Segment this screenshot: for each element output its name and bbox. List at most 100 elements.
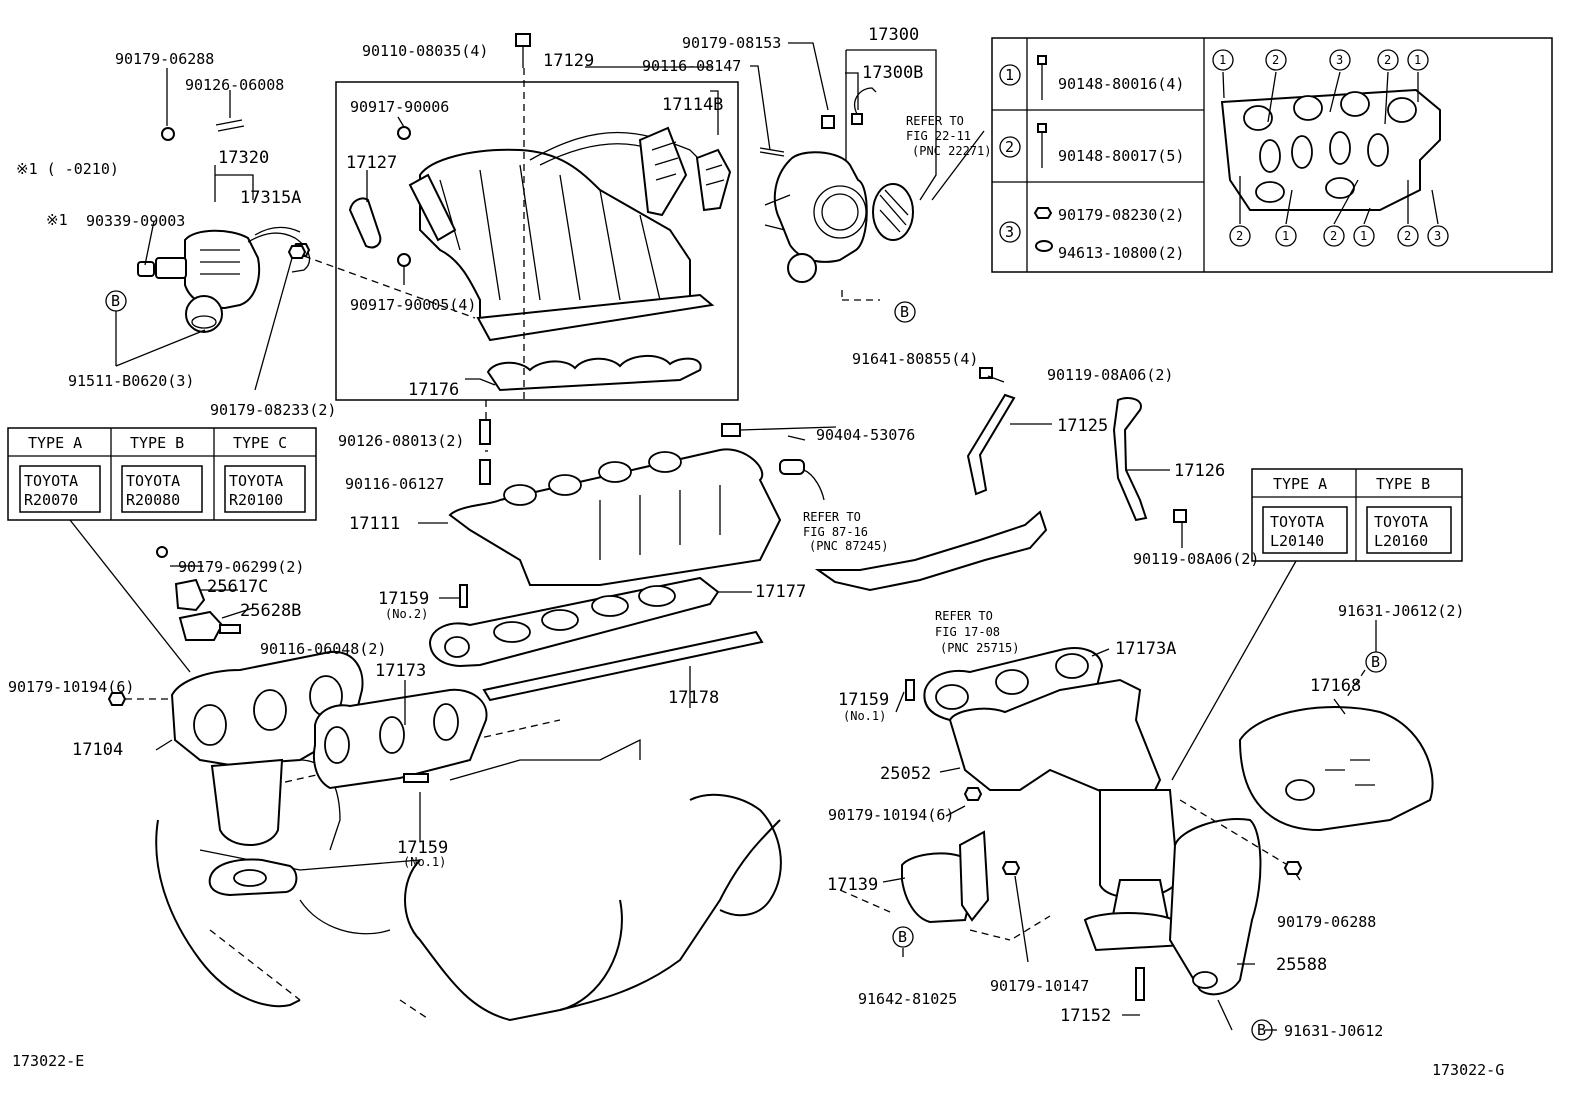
label-17173: 17173 <box>375 661 426 681</box>
type-left-brand-a: TOYOTA <box>24 472 78 490</box>
ref-22-11-line-2: FIG 22-11 <box>906 129 971 143</box>
pn-90116-08147: 90116-08147 <box>642 57 741 75</box>
ref-17-08-line-3: (PNC 25715) <box>940 641 1019 655</box>
pn-90917-90006: 90917-90006 <box>350 98 449 116</box>
note-1-range: ※1 ( -0210) <box>16 160 119 178</box>
label-17152: 17152 <box>1060 1006 1111 1026</box>
b-marker-1: B <box>111 292 120 310</box>
pn-90179-08233: 90179-08233(2) <box>210 401 336 419</box>
type-left-header-a: TYPE A <box>28 434 82 452</box>
lower-intake-manifold-drawing <box>448 400 825 586</box>
label-17177: 17177 <box>755 582 806 602</box>
bolt-table-circles <box>999 49 1449 247</box>
label-17320: 17320 <box>218 148 269 168</box>
brackets-drawing <box>814 367 1187 592</box>
label-17125: 17125 <box>1057 416 1108 436</box>
label-17139: 17139 <box>827 875 878 895</box>
label-17178: 17178 <box>668 688 719 708</box>
figure-id-right: 173022-G <box>1432 1061 1504 1079</box>
label-17173a: 17173A <box>1115 639 1176 659</box>
gasket-callout-bottom-6: 3 <box>1434 229 1441 243</box>
right-exhaust-manifold-drawing <box>839 647 1434 1001</box>
label-17127: 17127 <box>346 153 397 173</box>
gasket-callout-top-2: 2 <box>1272 53 1279 67</box>
type-left-brand-b: TOYOTA <box>126 472 180 490</box>
ref-87-16-line-1: REFER TO <box>803 510 861 524</box>
pn-90404-53076: 90404-53076 <box>816 426 915 444</box>
bolt-table-row-3-item-2: 94613-10800(2) <box>1058 244 1184 262</box>
pn-90119-08a06-top: 90119-08A06(2) <box>1047 366 1173 384</box>
label-17159-no1-right: 17159 <box>838 690 889 710</box>
pn-91631-j0612-bottom: 91631-J0612 <box>1284 1022 1383 1040</box>
figure-id-left: 173022-E <box>12 1052 84 1070</box>
type-table-left <box>7 427 317 673</box>
label-17168: 17168 <box>1310 676 1361 696</box>
upper-intake-manifold-drawing <box>287 33 739 402</box>
pn-90126-06008: 90126-06008 <box>185 76 284 94</box>
bolt-table-row-2-num: 2 <box>1005 138 1014 156</box>
label-17159-no2: 17159 <box>378 589 429 609</box>
label-25617c: 25617C <box>207 577 268 597</box>
type-right-brand-a: TOYOTA <box>1270 513 1324 531</box>
pn-90179-10147: 90179-10147 <box>990 977 1089 995</box>
ref-87-16-line-2: FIG 87-16 <box>803 525 868 539</box>
label-17300: 17300 <box>868 25 919 45</box>
pn-90116-06127: 90116-06127 <box>345 475 444 493</box>
type-right-code-b: L20160 <box>1374 532 1428 550</box>
type-table-right <box>1171 468 1463 781</box>
pn-90116-06048: 90116-06048(2) <box>260 640 386 658</box>
type-left-brand-c: TOYOTA <box>229 472 283 490</box>
label-25588: 25588 <box>1276 955 1327 975</box>
gasket-callout-bottom-2: 1 <box>1282 229 1289 243</box>
b-marker-5: B <box>1257 1021 1266 1039</box>
b-markers <box>105 290 1387 1041</box>
b-marker-4: B <box>898 928 907 946</box>
gasket-callout-bottom-5: 2 <box>1404 229 1411 243</box>
pn-90119-08a06-right: 90119-08A06(2) <box>1133 550 1259 568</box>
label-17159-no2-sub: (No.2) <box>385 607 428 621</box>
label-17315a: 17315A <box>240 188 301 208</box>
throttle-body-drawing <box>759 49 937 301</box>
label-25052: 25052 <box>880 764 931 784</box>
label-17114b: 17114B <box>662 95 723 115</box>
ref-17-08-line-2: FIG 17-08 <box>935 625 1000 639</box>
pn-91641-80855: 91641-80855(4) <box>852 350 978 368</box>
pn-91511-b0620: 91511-B0620(3) <box>68 372 194 390</box>
bolt-table-row-1-num: 1 <box>1005 66 1014 84</box>
pn-90917-90005: 90917-90005(4) <box>350 296 476 314</box>
type-right-header-a: TYPE A <box>1273 475 1327 493</box>
leader-lines <box>115 42 1377 1031</box>
label-17126: 17126 <box>1174 461 1225 481</box>
pn-90179-06288-right: 90179-06288 <box>1277 913 1376 931</box>
left-exhaust-manifold-drawing <box>107 546 488 897</box>
ref-17-08-line-1: REFER TO <box>935 609 993 623</box>
ref-87-16-line-3: (PNC 87245) <box>809 539 888 553</box>
pn-91642-81025: 91642-81025 <box>858 990 957 1008</box>
type-left-header-b: TYPE B <box>130 434 184 452</box>
bolt-table-row-3-num: 3 <box>1005 223 1014 241</box>
label-17159-no1-left: 17159 <box>397 838 448 858</box>
label-25628b: 25628B <box>240 601 301 621</box>
label-17300b: 17300B <box>862 63 923 83</box>
bolt-table-row-2-item: 90148-80017(5) <box>1058 147 1184 165</box>
ref-22-11-line-1: REFER TO <box>906 114 964 128</box>
gasket-callout-bottom-1: 2 <box>1236 229 1243 243</box>
pn-90179-10194-right: 90179-10194(6) <box>828 806 954 824</box>
gasket-callout-top-1: 1 <box>1219 53 1226 67</box>
pn-90179-06288-top: 90179-06288 <box>115 50 214 68</box>
b-marker-3: B <box>1371 653 1380 671</box>
pn-90179-06299: 90179-06299(2) <box>178 558 304 576</box>
pn-91631-j0612-top: 91631-J0612(2) <box>1338 602 1464 620</box>
label-17176: 17176 <box>408 380 459 400</box>
type-right-code-a: L20140 <box>1270 532 1324 550</box>
gasket-callout-bottom-4: 1 <box>1360 229 1367 243</box>
iac-valve-drawing <box>137 119 311 333</box>
bolt-table-row-1-item: 90148-80016(4) <box>1058 75 1184 93</box>
type-left-code-a: R20070 <box>24 491 78 509</box>
label-17104: 17104 <box>72 740 123 760</box>
gasket-callout-bottom-3: 2 <box>1330 229 1337 243</box>
type-right-header-b: TYPE B <box>1376 475 1430 493</box>
label-17159-no1-right-sub: (No.1) <box>843 709 886 723</box>
gasket-callout-top-4: 2 <box>1384 53 1391 67</box>
